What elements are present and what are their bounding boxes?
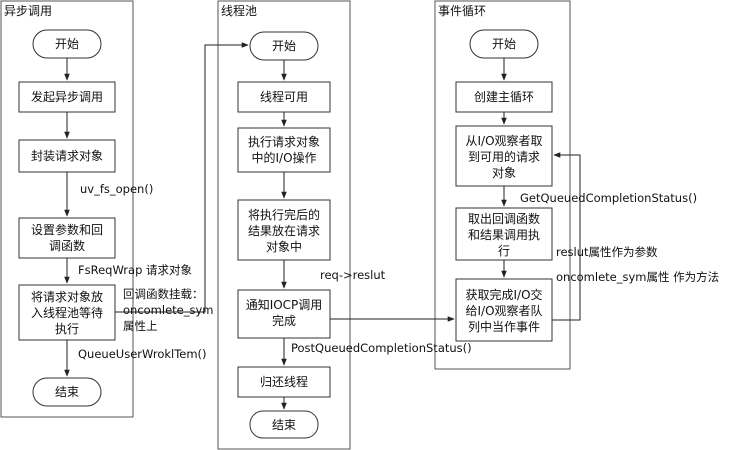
svg-text:通知IOCP调用: 通知IOCP调用 xyxy=(246,298,323,312)
svg-text:将执行完后的: 将执行完后的 xyxy=(248,207,320,222)
svg-text:行: 行 xyxy=(498,244,510,258)
label-fsreqwrap: FsReqWrap 请求对象 xyxy=(78,263,192,277)
pool-end-node: 结束 xyxy=(249,410,319,439)
svg-text:封装请求对象: 封装请求对象 xyxy=(31,149,103,163)
svg-text:对象: 对象 xyxy=(492,166,516,180)
label-uv-fs-open: uv_fs_open() xyxy=(80,182,153,196)
svg-text:和结果调用执: 和结果调用执 xyxy=(468,228,540,242)
svg-text:发起异步调用: 发起异步调用 xyxy=(31,89,103,104)
loop-start-node: 开始 xyxy=(469,29,539,59)
label-post-queued: PostQueuedCompletionStatus() xyxy=(291,341,472,355)
svg-text:入线程池等待: 入线程池等待 xyxy=(31,305,103,320)
label-queue-user-work-item: QueueUserWroklTem() xyxy=(78,347,207,361)
svg-text:列中当作事件: 列中当作事件 xyxy=(468,319,540,334)
notify-iocp-node: 通知IOCP调用 完成 xyxy=(237,289,331,339)
wrap-request-object-node: 封装请求对象 xyxy=(18,139,116,173)
get-completed-io-node: 获取完成I/O交 给I/O观察者队 列中当作事件 xyxy=(455,278,553,342)
svg-text:从I/O观察者取: 从I/O观察者取 xyxy=(465,134,542,148)
label-callback-mount-2: oncomlete_sym xyxy=(123,303,214,317)
svg-text:到可用的请求: 到可用的请求 xyxy=(468,149,540,164)
fetch-request-node: 从I/O观察者取 到可用的请求 对象 xyxy=(455,125,553,187)
edge-enqueue-to-pool-start xyxy=(115,42,249,313)
label-get-queued: GetQueuedCompletionStatus() xyxy=(520,191,697,205)
svg-text:创建主循环: 创建主循环 xyxy=(474,90,534,104)
label-oncomplete-method: oncomlete_sym属性 作为方法 xyxy=(556,270,719,284)
svg-text:线程可用: 线程可用 xyxy=(260,89,308,104)
pool-start-node: 开始 xyxy=(249,31,319,61)
label-callback-mount-3: 属性上 xyxy=(123,319,158,333)
thread-available-node: 线程可用 xyxy=(237,81,331,113)
lane-loop-title: 事件循环 xyxy=(438,4,486,18)
return-thread-node: 归还线程 xyxy=(237,366,331,398)
async-start-node: 开始 xyxy=(32,29,102,59)
svg-text:完成: 完成 xyxy=(272,313,296,328)
label-callback-mount-1: 回调函数挂载： xyxy=(123,287,204,301)
svg-text:结束: 结束 xyxy=(55,385,79,399)
svg-text:开始: 开始 xyxy=(272,39,296,53)
initiate-async-call-node: 发起异步调用 xyxy=(18,81,116,113)
enqueue-thread-pool-node: 将请求对象放 入线程池等待 执行 xyxy=(18,284,116,341)
svg-text:执行: 执行 xyxy=(55,322,79,336)
svg-text:执行请求对象: 执行请求对象 xyxy=(248,135,320,149)
svg-text:对象中: 对象中 xyxy=(266,239,302,254)
svg-text:将请求对象放: 将请求对象放 xyxy=(31,289,103,304)
store-result-node: 将执行完后的 结果放在请求 对象中 xyxy=(237,199,331,261)
set-params-callback-node: 设置参数和回 调函数 xyxy=(18,217,116,259)
svg-text:取出回调函数: 取出回调函数 xyxy=(468,211,540,226)
create-main-loop-node: 创建主循环 xyxy=(455,81,553,113)
svg-text:设置参数和回: 设置参数和回 xyxy=(31,222,103,237)
svg-text:结果放在请求: 结果放在请求 xyxy=(248,223,320,238)
lane-pool-title: 线程池 xyxy=(221,3,257,18)
svg-text:调函数: 调函数 xyxy=(49,238,85,253)
label-req-result: req->reslut xyxy=(320,268,386,282)
svg-text:结束: 结束 xyxy=(272,418,296,432)
svg-text:开始: 开始 xyxy=(55,37,79,51)
invoke-callback-node: 取出回调函数 和结果调用执 行 xyxy=(455,207,553,261)
svg-text:开始: 开始 xyxy=(492,37,516,51)
execute-io-node: 执行请求对象 中的I/O操作 xyxy=(237,127,331,173)
async-end-node: 结束 xyxy=(32,377,102,407)
label-result-param: reslut属性作为参数 xyxy=(556,245,658,259)
edge-l-loop-back xyxy=(552,152,581,321)
svg-text:中的I/O操作: 中的I/O操作 xyxy=(251,150,316,165)
svg-text:归还线程: 归还线程 xyxy=(260,374,308,389)
svg-text:给I/O观察者队: 给I/O观察者队 xyxy=(465,303,542,318)
svg-text:获取完成I/O交: 获取完成I/O交 xyxy=(465,287,542,302)
lane-async-title: 异步调用 xyxy=(4,4,52,18)
